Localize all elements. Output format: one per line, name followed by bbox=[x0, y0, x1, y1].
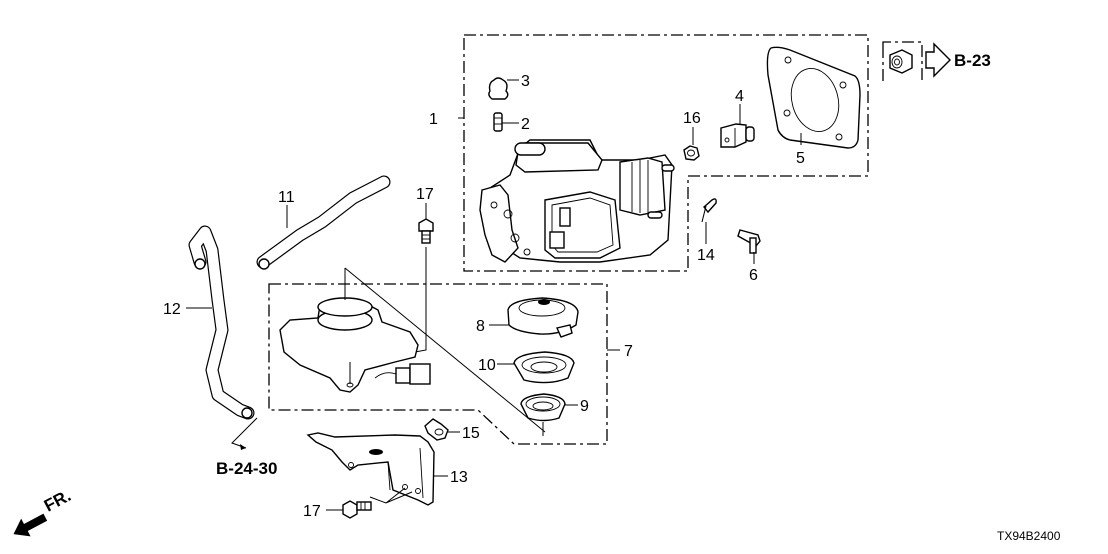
nut-part bbox=[683, 145, 700, 161]
hose-upper-part bbox=[256, 175, 391, 270]
hose-clip-part bbox=[424, 418, 449, 441]
group-box-7 bbox=[268, 283, 608, 445]
modulator-part bbox=[479, 139, 675, 263]
callout-4[interactable]: 4 bbox=[735, 88, 744, 105]
nut-b23-icon bbox=[889, 49, 913, 74]
callout-12[interactable]: 12 bbox=[163, 301, 181, 318]
callout-5[interactable]: 5 bbox=[796, 150, 805, 167]
flange-bolt-part-top bbox=[418, 218, 434, 244]
arrow-b23-icon bbox=[925, 42, 951, 78]
leader-17-top-lower bbox=[414, 247, 427, 353]
leader-b2430 bbox=[231, 417, 258, 449]
callout-17-bottom[interactable]: 17 bbox=[303, 503, 321, 520]
leader-bolt-bracket bbox=[369, 487, 413, 504]
callout-7[interactable]: 7 bbox=[624, 343, 633, 360]
callout-6[interactable]: 6 bbox=[749, 267, 758, 284]
callout-13[interactable]: 13 bbox=[450, 469, 468, 486]
reservoir-part bbox=[279, 297, 431, 393]
clamp-part bbox=[720, 123, 755, 148]
callout-10[interactable]: 10 bbox=[478, 357, 496, 374]
ref-box-b23 bbox=[882, 41, 923, 85]
callout-11[interactable]: 11 bbox=[278, 189, 295, 206]
front-marker: FR. bbox=[41, 486, 74, 516]
front-arrow-icon bbox=[13, 513, 48, 537]
strainer-part bbox=[513, 351, 575, 384]
callout-17-top[interactable]: 17 bbox=[416, 186, 434, 203]
arrow-head-icon bbox=[240, 444, 246, 450]
callout-16[interactable]: 16 bbox=[683, 110, 701, 127]
bracket-part bbox=[306, 432, 435, 506]
callout-14[interactable]: 14 bbox=[697, 247, 715, 264]
seal-part bbox=[520, 393, 566, 422]
callout-3[interactable]: 3 bbox=[521, 73, 530, 90]
callout-2[interactable]: 2 bbox=[521, 116, 530, 133]
group-box-1 bbox=[463, 34, 869, 272]
diagram-code: TX94B2400 bbox=[997, 529, 1061, 543]
bleeder-screw-part bbox=[493, 112, 503, 132]
flange-bolt-part-bottom bbox=[342, 500, 372, 519]
reservoir-cap-part bbox=[507, 297, 579, 338]
ref-b2430[interactable]: B-24-30 bbox=[216, 459, 277, 478]
callout-8[interactable]: 8 bbox=[476, 318, 485, 335]
hose-lower-part bbox=[188, 225, 255, 420]
callout-15[interactable]: 15 bbox=[462, 425, 480, 442]
ref-b23[interactable]: B-23 bbox=[954, 51, 991, 70]
gasket-part bbox=[766, 46, 861, 149]
bleeder-cap-part bbox=[488, 77, 509, 100]
callout-1[interactable]: 1 bbox=[429, 111, 438, 128]
clip-part bbox=[701, 198, 717, 223]
diagonal-guide bbox=[344, 267, 546, 433]
pin-part bbox=[737, 229, 761, 254]
callout-9[interactable]: 9 bbox=[580, 398, 589, 415]
